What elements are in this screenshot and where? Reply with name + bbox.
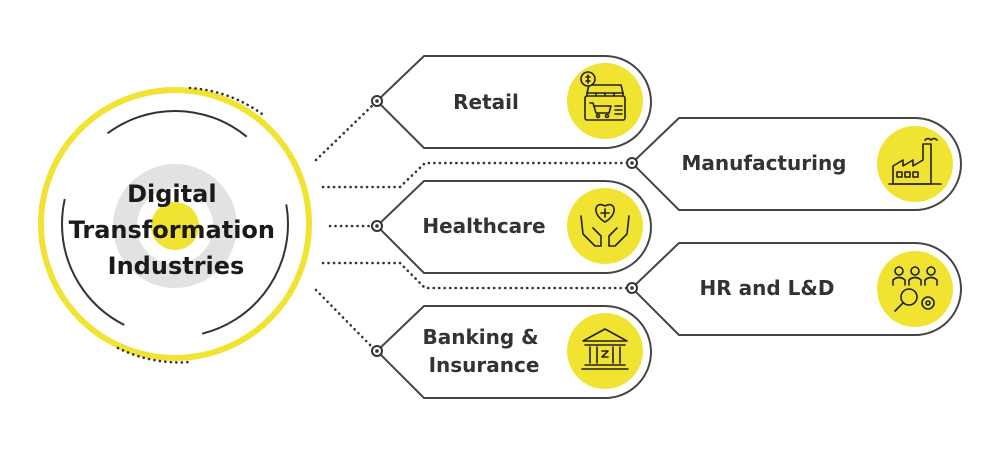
tag-manufacturing-label: Manufacturing xyxy=(682,151,847,175)
tag-retail-pin-dot xyxy=(375,99,379,103)
tag-healthcare-label-line-1: Healthcare xyxy=(422,214,545,238)
tag-hr-ld-icon-bg xyxy=(877,251,953,327)
tag-retail: Retail xyxy=(371,55,652,149)
bank-icon xyxy=(581,328,629,370)
tag-healthcare-icon-bg xyxy=(567,188,643,264)
connector-retail xyxy=(314,101,377,162)
tag-retail-label: Retail xyxy=(453,90,519,114)
tag-hr-ld: HR and L&D xyxy=(626,242,962,336)
center-hub: Digital Transformation Industries xyxy=(38,86,312,364)
tag-banking-label-line-2: Insurance xyxy=(429,353,540,377)
tag-manufacturing-shape xyxy=(630,117,962,211)
connectors xyxy=(314,101,632,352)
tag-healthcare-label: Healthcare xyxy=(422,214,545,238)
hub-gray-ring xyxy=(113,164,237,288)
tag-hr-ld-label-line-1: HR and L&D xyxy=(700,276,835,300)
connector-hr xyxy=(321,261,632,290)
tag-hr-ld-pin-dot xyxy=(630,286,634,290)
tag-manufacturing: Manufacturing xyxy=(626,117,962,211)
tag-retail-label-line-1: Retail xyxy=(453,90,519,114)
center-title-line-1: Digital xyxy=(127,180,216,208)
tag-manufacturing-label-line-1: Manufacturing xyxy=(682,151,847,175)
tag-banking-pin-dot xyxy=(375,349,379,353)
center-title-line-2: Transformation xyxy=(69,216,275,244)
factory-icon xyxy=(888,137,942,185)
people-search-icon xyxy=(892,266,938,312)
tag-retail-icon-bg xyxy=(567,63,643,139)
tag-banking-label: Banking & Insurance xyxy=(422,325,545,377)
tag-healthcare: Healthcare xyxy=(371,180,652,274)
tag-hr-ld-label: HR and L&D xyxy=(700,276,835,300)
retail-store-icon xyxy=(580,71,626,121)
heart-hands-icon xyxy=(580,203,630,247)
center-title: Digital Transformation Industries xyxy=(69,180,284,280)
tag-manufacturing-pin-dot xyxy=(630,161,634,165)
center-title-line-3: Industries xyxy=(108,252,245,280)
hub-inner-ring xyxy=(61,110,289,338)
tag-banking-insurance: Banking & Insurance xyxy=(371,305,652,399)
hub-dotted-arc-top xyxy=(188,86,264,116)
tag-healthcare-pin-dot xyxy=(375,224,379,228)
hub-yellow-dot xyxy=(151,202,199,250)
tag-banking-label-line-1: Banking & xyxy=(422,325,538,349)
connector-manufacturing xyxy=(321,161,632,189)
connector-banking xyxy=(314,288,377,352)
hub-dotted-arc-bottom xyxy=(116,346,192,364)
tag-hr-ld-shape xyxy=(630,242,962,336)
